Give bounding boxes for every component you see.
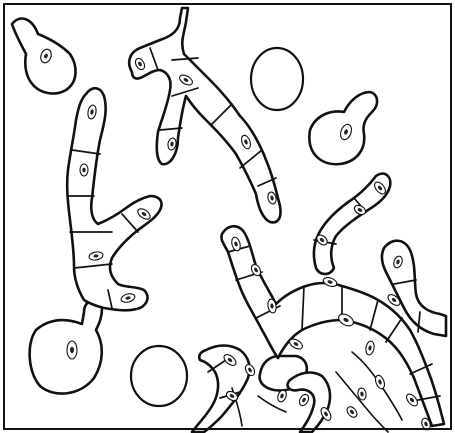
spore-top-right [251, 48, 303, 110]
nucleus [67, 341, 77, 359]
spore-bottom-left [131, 346, 187, 406]
nucleus [80, 164, 88, 176]
